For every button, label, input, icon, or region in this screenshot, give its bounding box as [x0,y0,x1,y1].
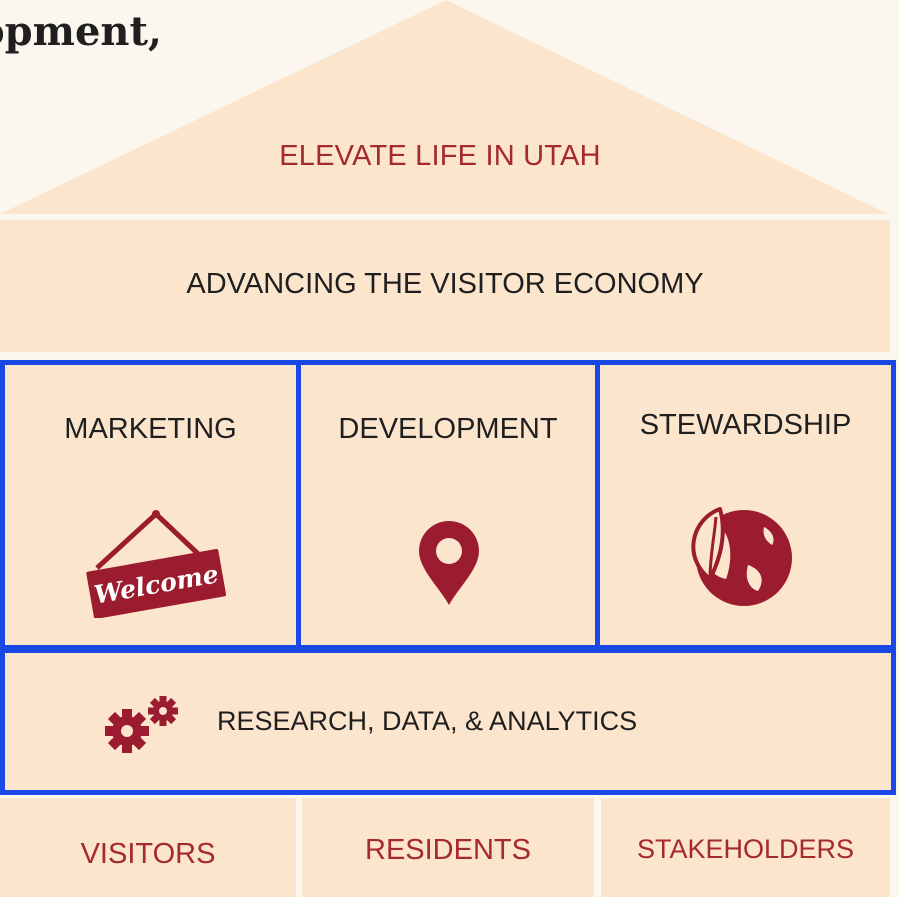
base-stakeholders-label: STAKEHOLDERS [636,834,855,864]
base-stakeholders: STAKEHOLDERS [601,798,890,897]
research-label: RESEARCH, DATA, & ANALYTICS [217,706,638,736]
leaf-globe-icon [691,507,792,606]
research-band: RESEARCH, DATA, & ANALYTICS [0,648,896,795]
pillar-development: DEVELOPMENT [296,360,600,650]
page-heading: opment, [0,8,162,55]
pillar-marketing: MARKETING Welcome [0,360,301,650]
base-residents: RESIDENTS [302,798,594,897]
welcome-sign-icon: Welcome [86,510,227,618]
map-pin-icon [419,521,479,605]
base-visitors: VISITORS [0,798,296,897]
pillar-stewardship-label: STEWARDSHIP [639,409,852,441]
pillar-development-label: DEVELOPMENT [338,413,558,445]
pillar-stewardship: STEWARDSHIP [595,360,896,650]
visitor-economy-band [0,220,890,352]
gears-icon [105,696,178,753]
base-residents-label: RESIDENTS [365,834,531,866]
visitor-economy-label: ADVANCING THE VISITOR ECONOMY [186,268,704,300]
roof-label: ELEVATE LIFE IN UTAH [279,140,601,172]
base-visitors-label: VISITORS [80,838,216,870]
pillar-marketing-label: MARKETING [64,413,237,445]
roof [0,0,888,214]
